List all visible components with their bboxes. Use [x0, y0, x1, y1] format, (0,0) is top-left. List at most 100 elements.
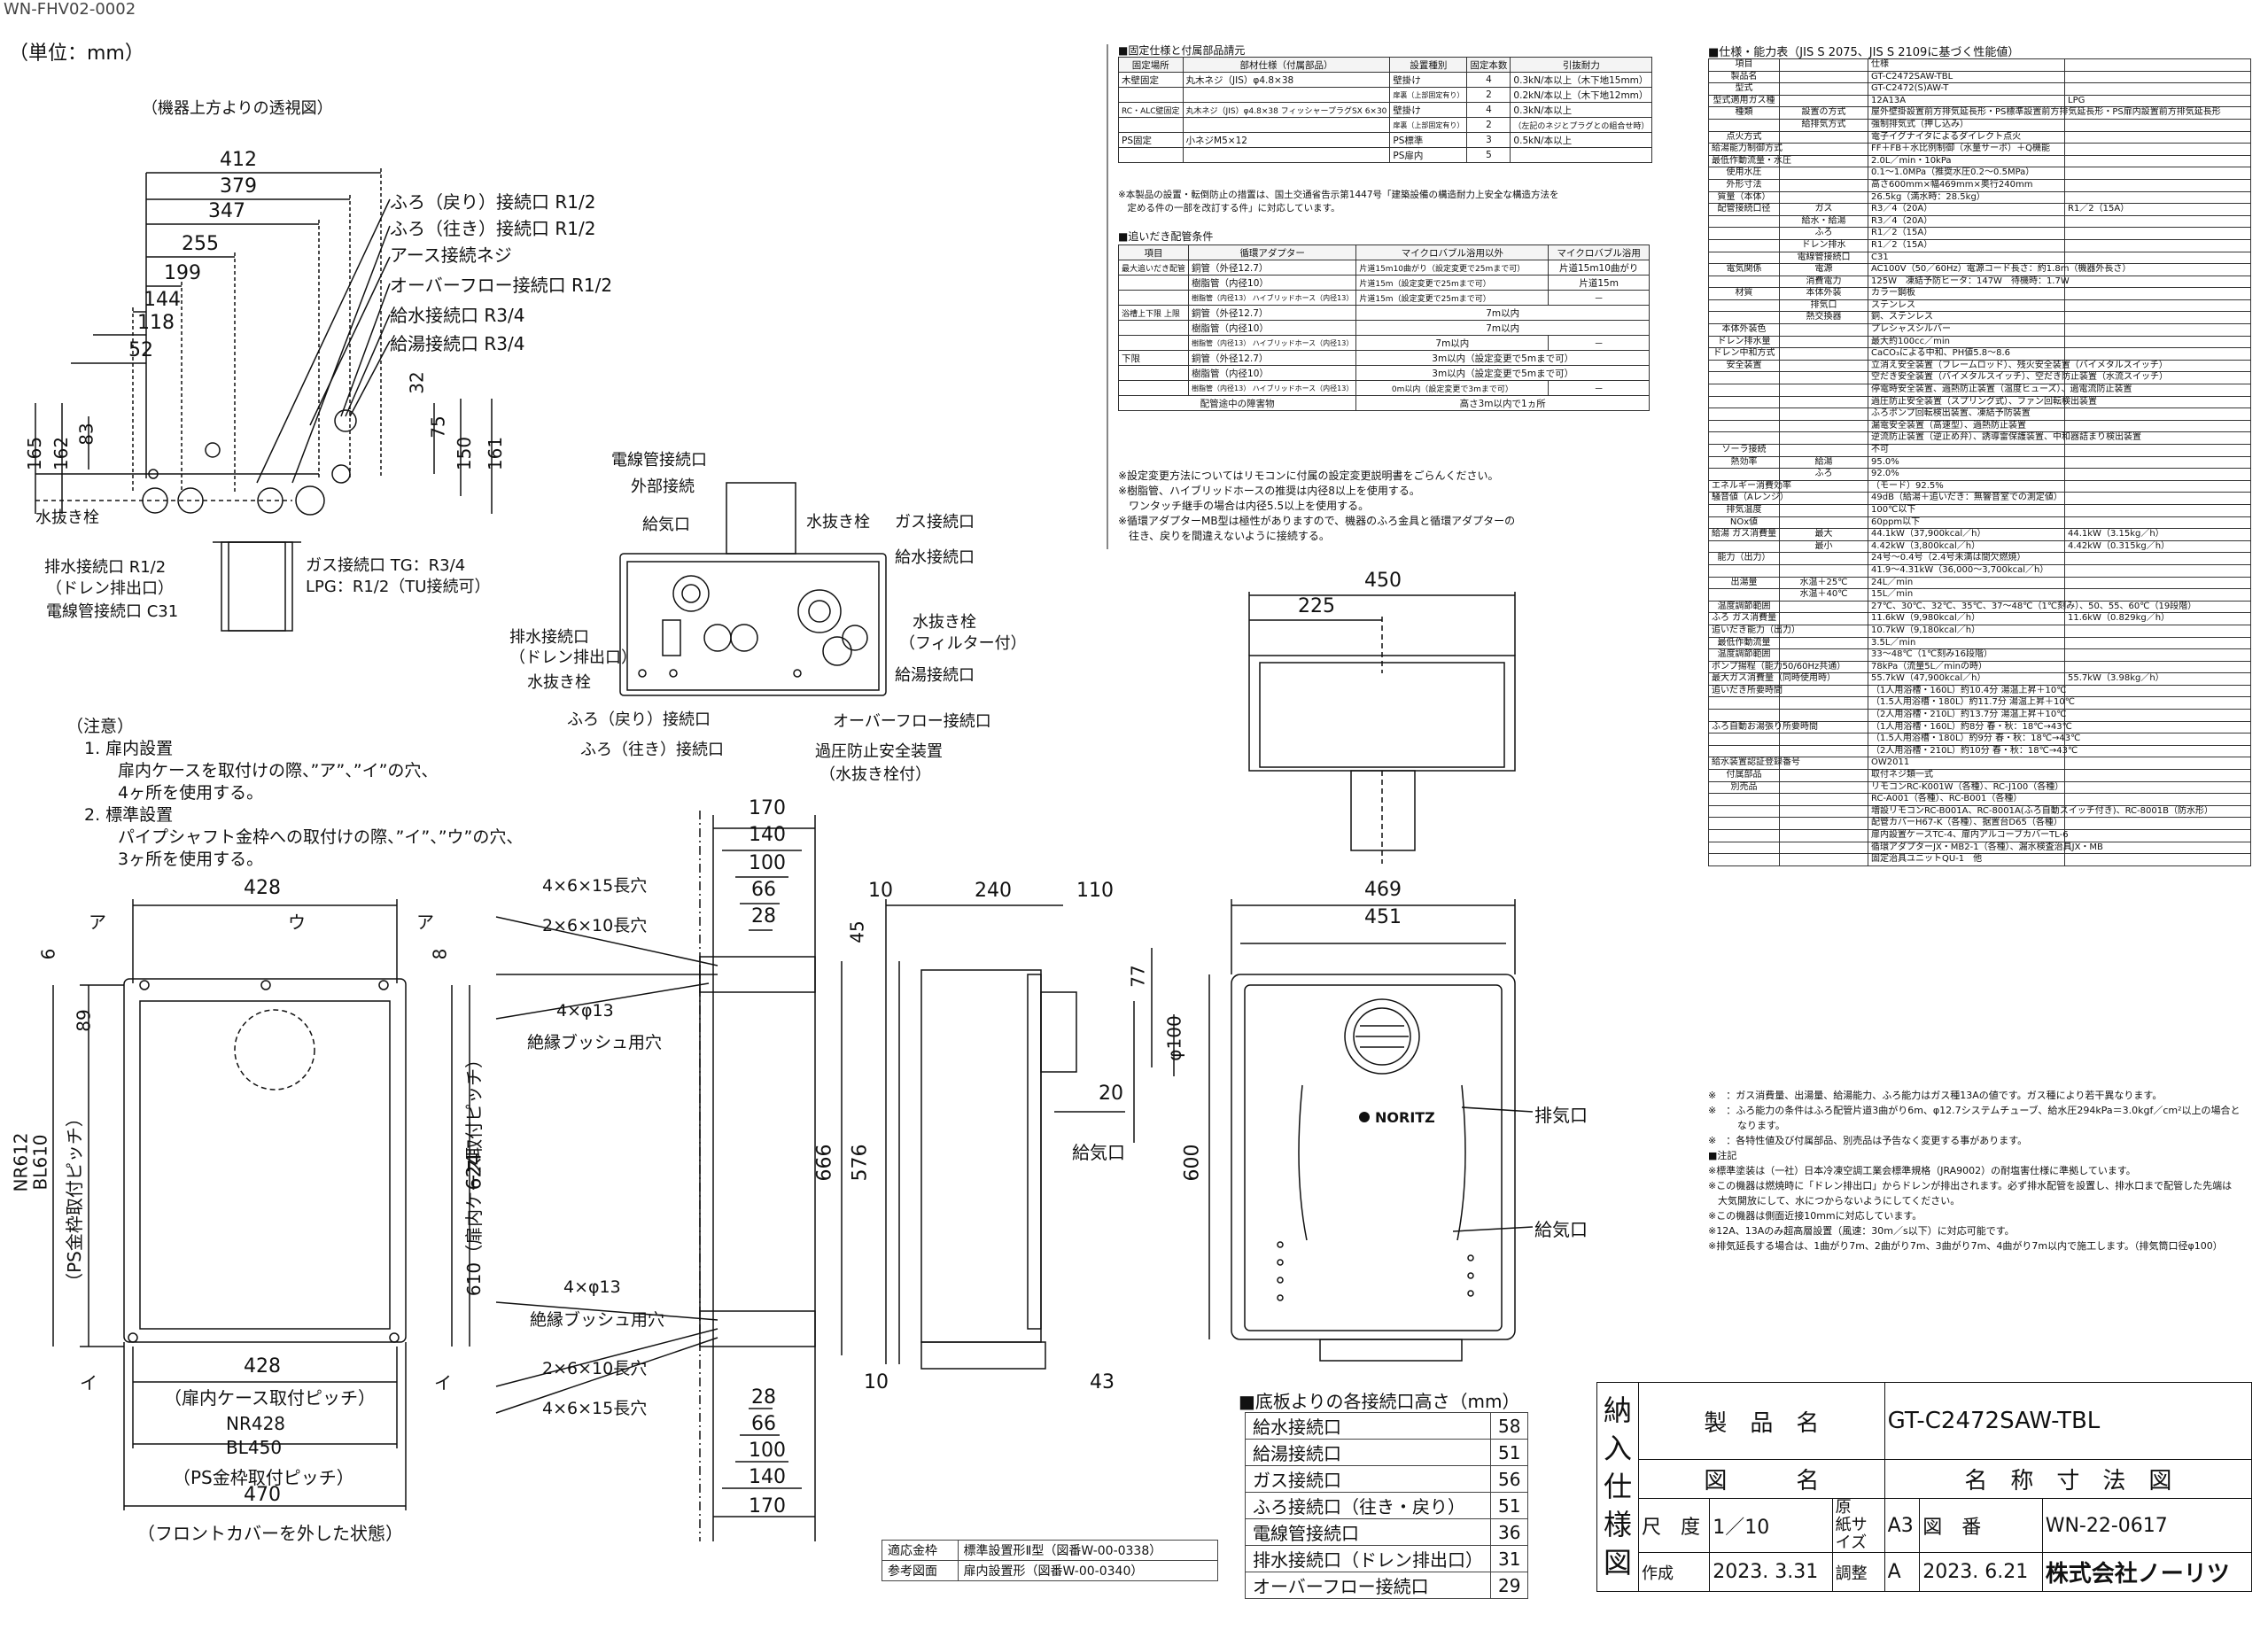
- cell: [2064, 154, 2251, 168]
- cell: 電気関係: [1708, 263, 1780, 276]
- cell: －: [1548, 380, 1650, 396]
- cell: 型式適用ガス種: [1708, 94, 1780, 108]
- cell: 空だき安全装置（バイメタルスイッチ）、空だき防止装置（水流スイッチ）: [1868, 371, 2168, 385]
- fv-exhaust-label: 排気口: [1534, 1105, 1588, 1126]
- cell: [2064, 118, 2251, 132]
- table-row: （2人用浴槽・210L）約13.7分 湯温上昇＋10℃: [1708, 709, 2251, 722]
- cell: [1708, 696, 1780, 710]
- spec-note-line: ■注記: [1708, 1150, 1737, 1161]
- table-row: 排気口ステンレス: [1708, 299, 2251, 313]
- cell: 給湯: [1779, 455, 1868, 470]
- top-view-caption: （機器上方よりの透視図）: [142, 99, 333, 118]
- dim-75: 75: [427, 415, 449, 439]
- cell: 10.7kW（9,180kcal／h）: [1868, 624, 2065, 638]
- cell: [2064, 419, 2251, 433]
- cell: 製品名: [1708, 70, 1780, 84]
- cell: 逆流防止装置（逆止め弁）、誘導雷保護装置、中和器詰まり検出装置: [1868, 431, 2141, 445]
- dim-165: 165: [24, 436, 46, 471]
- table-row: 41.9～4.31kW（36,000～3,700kcal／h）: [1708, 563, 2251, 578]
- fixing-header: 固定本数: [1466, 57, 1511, 73]
- cell: リモコンRC-K001W（各種）、RC-J100（各種）: [1868, 780, 2065, 795]
- cell: 追いだき所要時間: [1708, 684, 1783, 698]
- label-hot-outlet: 給湯接続口 R3/4: [390, 333, 525, 354]
- cell: 33～48℃（1℃刻み16段階）: [1868, 648, 2065, 662]
- bk-428-top: 428: [244, 877, 281, 899]
- fv-469: 469: [1364, 879, 1402, 901]
- cell: 2: [1466, 87, 1511, 103]
- cell: 排水接続口（ドレン排出口）: [1245, 1545, 1491, 1572]
- cell: 取付ネジ類一式: [1868, 769, 2065, 782]
- heights-title: ■底板よりの各接続口高さ（mm）: [1239, 1391, 1520, 1412]
- table-row: 扉内設置ケースTC-4、扉内アルコーブカバーTL-6: [1708, 829, 2251, 842]
- sv-240: 240: [975, 880, 1012, 902]
- cell: （1.5人用浴槽・180L）約9分 春・秋：18℃→43℃: [1868, 733, 2080, 746]
- cell: [1779, 419, 1868, 433]
- table-row: 配管カバーH67-K（各種）、据置台D65（各種）: [1708, 817, 2251, 830]
- cell: [2064, 227, 2251, 240]
- cell: 27℃、30℃、32℃、35℃、37～48℃（1℃刻み）、50、55、60℃（1…: [1868, 600, 2196, 614]
- cell: 51: [1489, 1439, 1529, 1466]
- cell: 使用水圧: [1708, 167, 1780, 180]
- cell: 漏電安全装置（高速型）、過熱防止装置: [1868, 419, 2065, 433]
- table-row: 停電時安全装置、過熱防止装置（温度ヒューズ）、過電流防止装置: [1708, 384, 2251, 397]
- table-row: 樹脂管（内径13） ハイブリッドホース（内径13）7m以内－: [1117, 335, 1650, 351]
- piping-title: ■追いだき配管条件: [1118, 230, 1214, 243]
- doc-code: WN-FHV02-0002: [4, 0, 136, 19]
- spec-note-line: ※標準塗装は（一社）日本冷凍空調工業会標準規格（JRA9002）の耐塩害仕様に準…: [1708, 1165, 2136, 1176]
- cell: 樹脂管（内径10）: [1188, 320, 1357, 336]
- cell: 能力（出力）: [1708, 552, 1780, 565]
- front-view: [1208, 899, 1534, 1362]
- br-140-top: 140: [749, 824, 786, 846]
- cell: 給水接続口: [1245, 1412, 1491, 1440]
- bk-ps-pitch-v: （PS金枠取付ピッチ）: [63, 1109, 85, 1291]
- bv-drain-port: 排水接続口: [509, 628, 589, 647]
- table-row: 外形寸法高さ600mm×幅469mm×奥行240mm: [1708, 178, 2251, 192]
- cell: PS標準: [1389, 132, 1468, 148]
- cell: 4: [1466, 102, 1511, 118]
- side-char: 図: [1603, 1546, 1632, 1580]
- piping-note-1: ※設定変更方法についてはリモコンに付属の設定変更説明書をごらんください。: [1118, 470, 1499, 482]
- paper-value: A3: [1884, 1498, 1921, 1553]
- cell: 本体外装: [1779, 287, 1868, 300]
- cell: 浴槽上下限 上限: [1117, 305, 1190, 321]
- cell: 消費電力: [1779, 275, 1868, 289]
- bv-intake: 給気口: [642, 516, 690, 534]
- br-label-7: 2×6×10長穴: [542, 1359, 648, 1378]
- cell: 熱効率: [1708, 455, 1780, 470]
- cell: ガス: [1779, 203, 1868, 216]
- cell: [1779, 804, 1868, 819]
- cell: [2064, 238, 2251, 252]
- cell: 7m以内: [1355, 320, 1650, 336]
- table-row: （2人用浴槽・210L）約10分 春・秋：18℃→43℃: [1708, 744, 2251, 758]
- cell: [1708, 395, 1780, 409]
- table-row: 樹脂管（内径10）3m以内（設定変更で5mまで可）: [1117, 365, 1650, 381]
- fixing-note-1: ※本製品の設置・転倒防止の措置は、国土交通省告示第1447号「建築設備の構造耐力…: [1118, 190, 1559, 200]
- cell: 熱交換器: [1779, 311, 1868, 325]
- reference-table: 適応金枠標準設置形Ⅱ型（図番W-00-0338） 参考図面扉内設置形（図番W-0…: [882, 1540, 1219, 1581]
- bv-bath-supply: ふろ（往き）接続口: [580, 741, 724, 759]
- table-row: 能力（出力）24号～0.4号（2.4号未満は間欠燃焼）: [1708, 552, 2251, 565]
- cell: 片道15m: [1548, 275, 1650, 291]
- cell: [1779, 371, 1868, 385]
- cell: [1779, 503, 1868, 517]
- cell: [2064, 793, 2251, 806]
- dim-379: 379: [220, 175, 257, 198]
- piping-note-2: ※樹脂管、ハイブリッドホースの推奨は内径8以上を使用する。: [1118, 485, 1420, 497]
- cell: [2064, 444, 2251, 457]
- cell: 停電時安全装置、過熱防止装置（温度ヒューズ）、過電流防止装置: [1868, 384, 2132, 397]
- cell: ソーラ接続: [1708, 444, 1780, 457]
- bk-6: 6: [37, 948, 59, 960]
- notes-line-5: パイプシャフト金枠への取付けの際、”イ”、”ウ”の穴、: [84, 827, 524, 847]
- installation-notes: （注意） 1. 扉内設置 扉内ケースを取付けの際、”ア”、”イ”の穴、 4ヶ所を…: [66, 716, 523, 871]
- cell: [1779, 563, 1868, 578]
- notes-line-4: 2. 標準設置: [84, 805, 174, 825]
- sv-10-top: 10: [868, 880, 893, 902]
- cell: NOx値: [1708, 516, 1780, 530]
- cell: [1708, 408, 1780, 421]
- cell: 給排気方式: [1779, 118, 1868, 132]
